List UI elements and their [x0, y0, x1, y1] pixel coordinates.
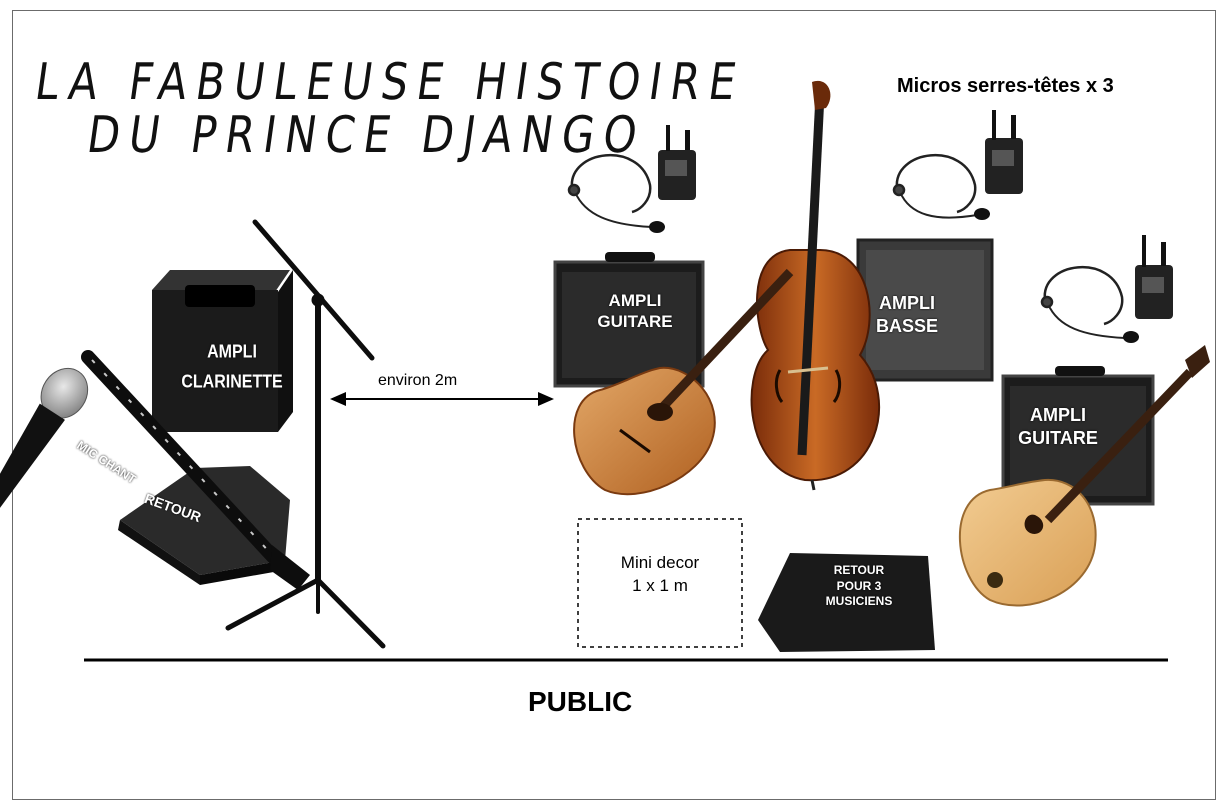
guitar-amp-1-label-line1: AMPLI: [595, 290, 675, 311]
headset-mic-2: [894, 155, 990, 220]
stage-monitor-right-label: RETOUR POUR 3 MUSICIENS: [806, 563, 912, 610]
set-piece-label-line2: 1 x 1 m: [578, 575, 742, 598]
guitar-amp-2-label: AMPLI GUITARE: [1010, 404, 1106, 449]
guitar-amp-2-label-line2: GUITARE: [1010, 427, 1106, 450]
transmitter-1: [658, 125, 696, 200]
clarinet-amp-label-line2: CLARINETTE: [178, 371, 286, 394]
guitar-amp-2-label-line1: AMPLI: [1010, 404, 1106, 427]
guitar-amp-1-label-line2: GUITARE: [595, 311, 675, 332]
set-piece-label-line1: Mini decor: [578, 552, 742, 575]
transmitter-3: [1135, 235, 1173, 319]
distance-arrow: [330, 392, 554, 406]
guitar-amp-1-label: AMPLI GUITARE: [595, 290, 675, 333]
clarinet-amp-label-line1: AMPLI: [178, 342, 286, 365]
bass-amp-label: AMPLI BASSE: [870, 292, 944, 337]
clarinet-amp-label: AMPLI CLARINETTE: [178, 342, 286, 395]
stage-monitor-right-label-line1: RETOUR: [806, 563, 912, 579]
bass-amp-label-line2: BASSE: [870, 315, 944, 338]
stage-monitor-right-label-line3: MUSICIENS: [806, 594, 912, 610]
distance-label: environ 2m: [378, 372, 457, 390]
headset-mic-1: [569, 155, 665, 233]
bass-amp-label-line1: AMPLI: [870, 292, 944, 315]
audience-label: PUBLIC: [528, 686, 632, 718]
stage-monitor-right-label-line2: POUR 3: [806, 579, 912, 595]
set-piece-label: Mini decor 1 x 1 m: [578, 552, 742, 598]
transmitter-2: [985, 110, 1023, 194]
double-bass: [752, 81, 880, 490]
headset-mic-3: [1042, 267, 1139, 343]
